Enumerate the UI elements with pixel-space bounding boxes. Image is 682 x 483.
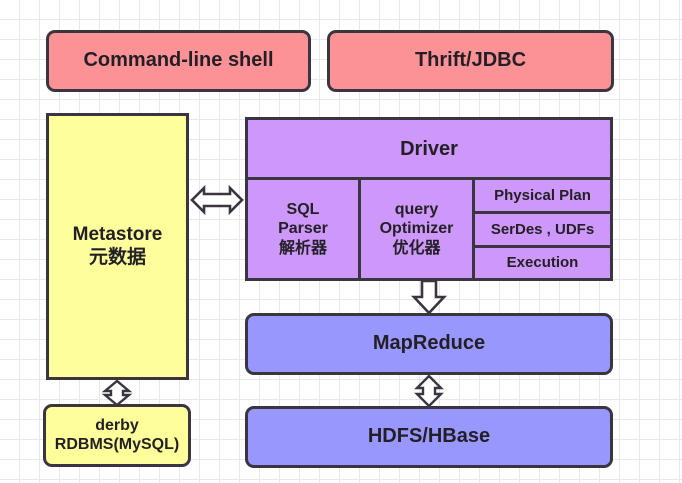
driver-stack-divider-2 [475,245,610,248]
node-execution: Execution [475,248,610,278]
node-physical-plan: Physical Plan [475,180,610,211]
node-command-line-shell-label: Command-line shell [83,49,274,72]
node-sql-parser-line2: Parser [278,220,328,238]
node-sql-parser-line3: 解析器 [278,239,327,257]
node-sql-parser-line1: SQL [286,201,320,219]
node-rdbms-label: RDBMS(MySQL) [54,435,180,453]
node-query-optimizer-line3: 优化器 [392,239,441,257]
driver-column-divider-1 [358,177,361,278]
mapreduce-hdfs-arrow [412,375,446,407]
node-thrift-jdbc-label: Thrift/JDBC [414,49,527,72]
driver-stack-divider-1 [475,211,610,214]
node-mapreduce-label: MapReduce [372,332,486,355]
metastore-driver-arrow [190,182,244,218]
node-serdes-udfs: SerDes , UDFs [475,214,610,245]
node-command-line-shell: Command-line shell [46,30,311,92]
node-metastore-label-cn: 元数据 [88,246,146,268]
node-derby-label: derby [95,416,139,434]
driver-column-divider-2 [472,177,475,278]
node-serdes-udfs-label: SerDes , UDFs [490,220,595,238]
metastore-derby-arrow [100,380,134,406]
node-query-optimizer-line2: Optimizer [379,220,454,238]
node-mapreduce: MapReduce [245,313,613,375]
node-metastore-label-en: Metastore [72,224,163,246]
node-driver-header: Driver [248,120,610,177]
node-thrift-jdbc: Thrift/JDBC [327,30,614,92]
node-metastore: Metastore 元数据 [46,113,189,380]
node-query-optimizer-line1: query [394,201,439,219]
node-execution-label: Execution [506,254,579,271]
driver-mapreduce-arrow [410,281,448,314]
node-hdfs-hbase: HDFS/HBase [245,406,613,468]
node-hdfs-hbase-label: HDFS/HBase [367,425,491,448]
node-physical-plan-label: Physical Plan [494,186,591,204]
driver-header-divider [248,177,610,180]
node-driver-container: Driver SQL Parser 解析器 query Optimizer 优化… [245,117,613,281]
node-query-optimizer: query Optimizer 优化器 [361,180,472,278]
node-driver-header-label: Driver [400,137,458,160]
node-derby-rdbms: derby RDBMS(MySQL) [43,404,191,467]
node-sql-parser: SQL Parser 解析器 [248,180,358,278]
